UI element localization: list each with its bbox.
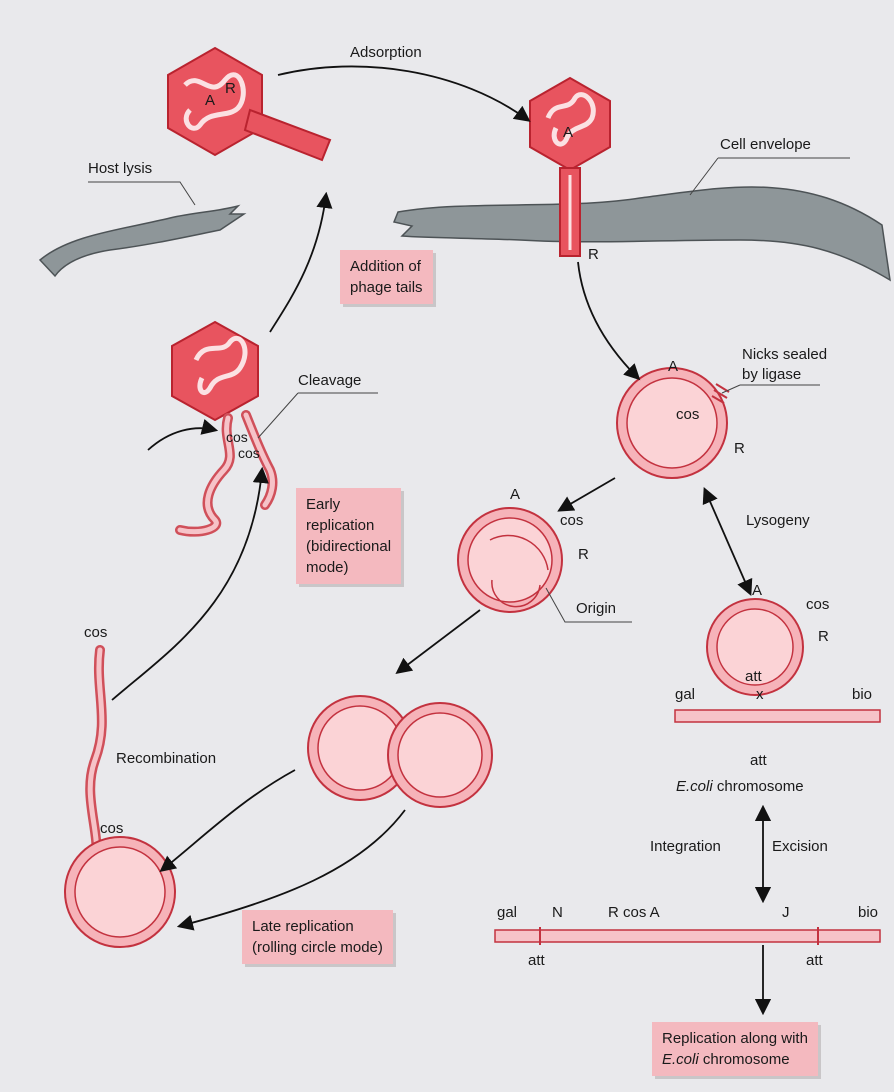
label-gal: gal [675,686,695,704]
label-int-n: N [552,904,563,922]
label-head-r: R [225,80,236,98]
box-tails-line-1: Addition of [350,256,423,277]
label-early-r: R [578,546,589,564]
label-recombination: Recombination [116,750,216,768]
box-early-line-2: replication [306,515,391,536]
label-inject-r: R [588,246,599,264]
label-x: x [756,686,764,704]
label-adsorption: Adsorption [350,44,422,62]
box-early-line-4: mode) [306,557,391,578]
label-cell-envelope: Cell envelope [720,136,811,154]
phage-head-assembled [168,48,330,160]
circular-dna-nicked [617,368,729,478]
label-head-a: A [205,92,215,110]
label-lys-r: R [818,628,829,646]
arrow-injection [578,262,638,378]
box-final-line-1: Replication along with [662,1028,808,1049]
box-final-chromosome: chromosome [699,1051,790,1068]
box-final-ecoli: E.coli [662,1051,699,1068]
arrow-adsorption [278,66,528,120]
label-int-j: J [782,904,790,922]
ecoli-chromosome-line [675,710,880,722]
arrow-to-daughters [398,610,480,672]
label-int-bio: bio [858,904,878,922]
label-int-att-left: att [528,952,545,970]
label-int-rcosa: R cos A [608,904,660,922]
lysed-cell-fragment [40,206,244,276]
label-ecoli-chromosome: E.coli chromosome [676,778,804,796]
box-late-replication: Late replication (rolling circle mode) [242,910,393,964]
label-circle-a: A [668,358,678,376]
arrow-to-tails [270,195,326,332]
replicated-daughter-circles [308,696,492,807]
box-early-line-3: (bidirectional [306,536,391,557]
arrow-tail-to-head [112,470,262,700]
leader-host-lysis [88,182,195,205]
label-cos-tail: cos [84,624,107,642]
label-cos-2: cos [238,444,260,462]
label-host-lysis: Host lysis [88,160,152,178]
label-excision: Excision [772,838,828,856]
box-late-line-1: Late replication [252,916,383,937]
cell-envelope [394,187,890,280]
box-final-line-2: E.coli chromosome [662,1049,808,1070]
label-att-under: att [750,752,767,770]
box-early-line-1: Early [306,494,391,515]
integrated-chromosome-line [495,927,880,945]
label-int-gal: gal [497,904,517,922]
label-chromosome: chromosome [713,778,804,795]
arrow-lysogeny [705,490,750,593]
box-late-line-2: (rolling circle mode) [252,937,383,958]
label-inject-a: A [563,124,573,142]
label-int-att-right: att [806,952,823,970]
label-cleavage: Cleavage [298,372,361,390]
label-lys-cos: cos [806,596,829,614]
label-origin: Origin [576,600,616,618]
box-addition-of-phage-tails: Addition of phage tails [340,250,433,304]
box-tails-line-2: phage tails [350,277,423,298]
early-replication-circle [458,508,562,612]
label-lys-att: att [745,668,762,686]
leader-cleavage [258,393,378,438]
label-nicks-1: Nicks sealed [742,346,827,364]
box-early-replication: Early replication (bidirectional mode) [296,488,401,584]
label-lys-a: A [752,582,762,600]
leader-nicks [722,385,820,393]
box-replication-with-ecoli: Replication along with E.coli chromosome [652,1022,818,1076]
arrow-to-rolling [162,770,295,870]
label-circle-r: R [734,440,745,458]
arrow-to-early [560,478,615,510]
arrow-cleave [148,428,215,450]
label-early-a: A [510,486,520,504]
label-early-cos: cos [560,512,583,530]
label-nicks-2: by ligase [742,366,801,384]
label-lysogeny: Lysogeny [746,512,810,530]
label-bio: bio [852,686,872,704]
label-ecoli-italic: E.coli [676,778,713,795]
rolling-circle [65,650,175,947]
label-cos-rolling: cos [100,820,123,838]
label-integration: Integration [650,838,721,856]
label-circle-cos: cos [676,406,699,424]
